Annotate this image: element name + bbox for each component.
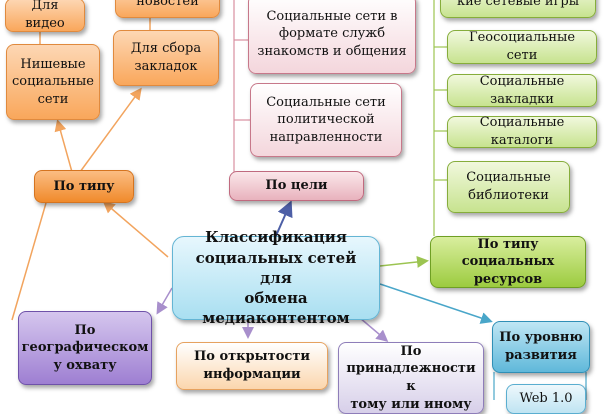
node-social-libraries: Социальные библиотеки bbox=[447, 161, 570, 213]
node-bookmark-collection: Для сбора закладок bbox=[113, 30, 219, 86]
node-social-bookmarks: Социальные закладки bbox=[447, 74, 597, 107]
node-center-classification: Классификация социальных сетей для обмен… bbox=[172, 228, 380, 327]
node-political-networks: Социальные сети политической направленно… bbox=[250, 83, 402, 157]
node-geosocial: Геосоциальные сети bbox=[447, 30, 597, 64]
node-by-resource-type: По типу социальных ресурсов bbox=[430, 236, 586, 288]
node-by-type: По типу bbox=[34, 170, 134, 203]
node-by-openness: По открытости информации bbox=[176, 342, 328, 390]
node-by-goal: По цели bbox=[229, 171, 364, 201]
node-by-development-level: По уровню развития bbox=[492, 321, 590, 373]
node-web-1-0: Web 1.0 bbox=[506, 384, 586, 414]
node-video: Для видео bbox=[5, 0, 85, 32]
node-news: новостей bbox=[115, 0, 220, 18]
node-network-games: кие сетевые игры bbox=[440, 0, 596, 18]
node-by-geography: По географическом у охвату bbox=[18, 311, 152, 385]
node-social-catalogs: Социальные каталоги bbox=[447, 115, 597, 148]
node-niche-networks: Нишевые социальные сети bbox=[6, 44, 100, 120]
node-by-belonging: По принадлежности к тому или иному bbox=[338, 342, 484, 414]
node-dating-networks: Социальные сети в формате служб знакомст… bbox=[248, 0, 416, 74]
connector-lines bbox=[11, 0, 587, 400]
